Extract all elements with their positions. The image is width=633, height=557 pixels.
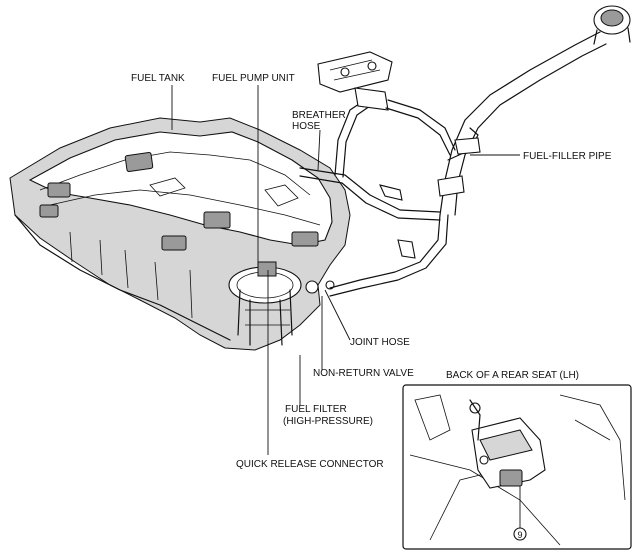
label-fuel-tank: FUEL TANK <box>131 73 185 84</box>
label-fuel-pump-unit: FUEL PUMP UNIT <box>212 73 295 84</box>
label-fuel-filter-line1: FUEL FILTER <box>285 404 347 415</box>
label-inset-title: BACK OF A REAR SEAT (LH) <box>446 370 579 381</box>
label-breather-hose-line2: HOSE <box>292 121 321 132</box>
label-fuel-filler-pipe: FUEL-FILLER PIPE <box>523 151 612 162</box>
fuel-filler-pipe-illustration <box>437 5 631 216</box>
canister-bracket-illustration <box>317 51 456 156</box>
label-inset-callout: 9 <box>517 530 522 540</box>
label-joint-hose: JOINT HOSE <box>350 337 410 348</box>
fuel-tank-illustration <box>9 117 351 351</box>
label-fuel-filter-line2: (HIGH-PRESSURE) <box>283 416 373 427</box>
inset-rear-seat-panel <box>402 384 632 550</box>
leader-lines <box>171 85 520 455</box>
label-breather-hose-line1: BREATHER <box>292 110 346 121</box>
callout-labels: FUEL TANK FUEL PUMP UNIT BREATHER HOSE F… <box>131 73 612 540</box>
fuel-hoses-illustration <box>299 99 449 297</box>
label-non-return-valve: NON-RETURN VALVE <box>313 368 414 379</box>
label-quick-release-connector: QUICK RELEASE CONNECTOR <box>236 459 384 470</box>
